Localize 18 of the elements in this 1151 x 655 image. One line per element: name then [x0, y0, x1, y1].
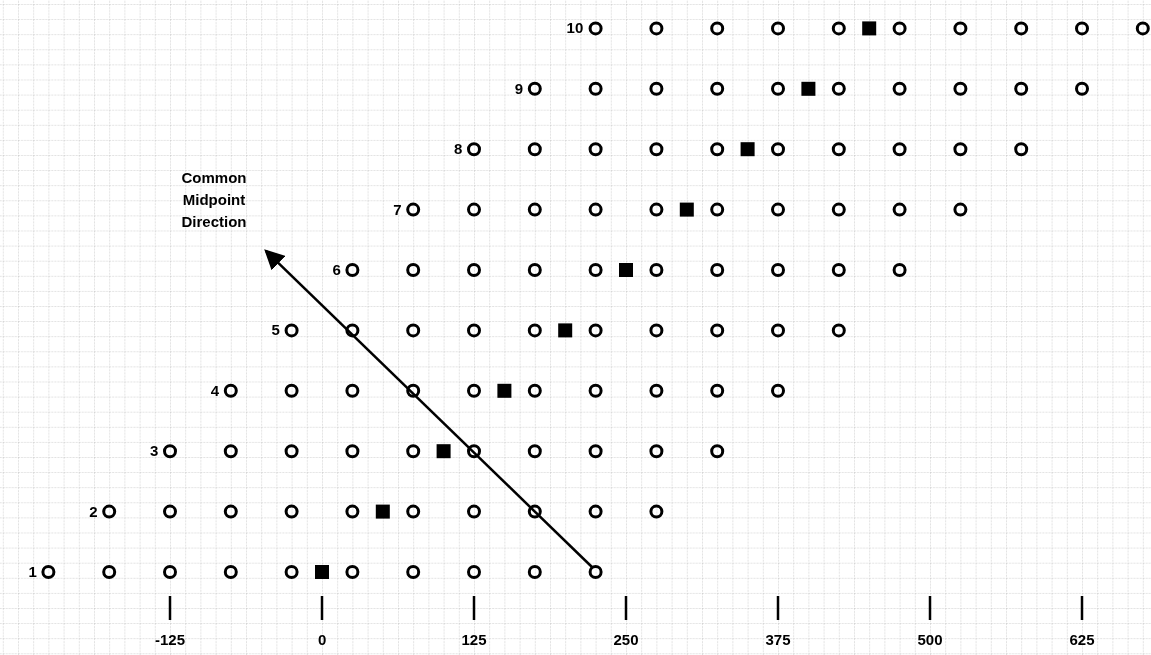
row-number: 7: [393, 200, 402, 219]
row-number: 2: [89, 502, 98, 521]
axis-label: 125: [461, 631, 487, 649]
axis-label: 250: [613, 631, 639, 649]
axis-label: 0: [318, 631, 327, 649]
row-number: 10: [566, 19, 584, 38]
row-number: 5: [271, 321, 280, 340]
row-number: 1: [28, 563, 37, 581]
row-number: 3: [150, 442, 159, 461]
row-number: 6: [332, 261, 341, 279]
row-number: 8: [454, 140, 463, 159]
axis-label: 500: [917, 631, 943, 649]
axis-label: 625: [1069, 631, 1095, 649]
axis-label: -125: [155, 631, 186, 649]
row-number: 9: [514, 79, 524, 98]
direction-label: Common Midpoint Direction: [180, 168, 248, 232]
axis-label: 375: [765, 631, 791, 649]
row-number: 4: [210, 381, 220, 400]
